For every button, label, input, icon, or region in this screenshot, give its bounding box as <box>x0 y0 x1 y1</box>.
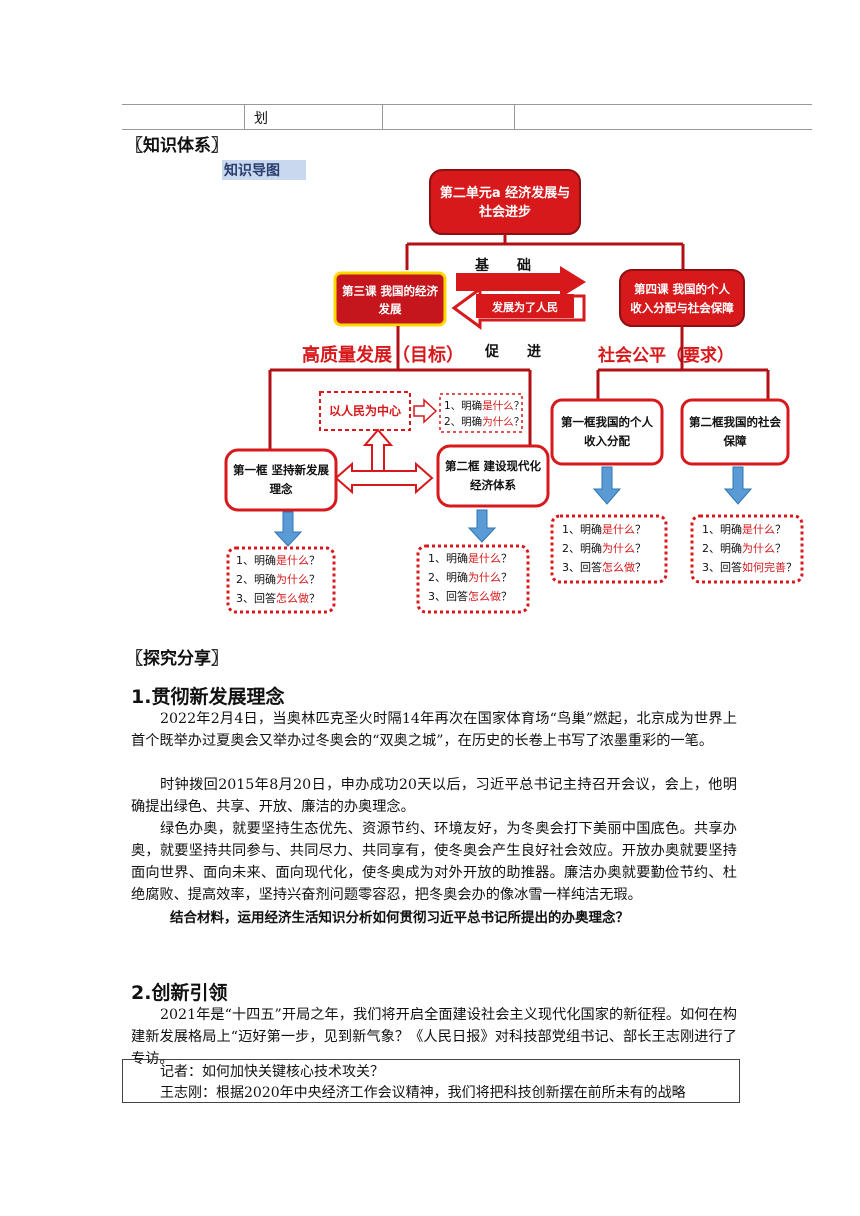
question-box-4: 1、明确是什么？ 2、明确为什么？ 3、回答如何完善？ <box>690 514 804 584</box>
svg-text:1、明确是什么？: 1、明确是什么？ <box>236 554 320 567</box>
section2-title: 2.创新引领 <box>131 982 228 1004</box>
lesson3-box <box>333 271 447 327</box>
unit-title-2: 社会进步 <box>478 204 531 220</box>
table-cell-text: 划 <box>254 111 268 127</box>
corner-label: 知识导图 <box>224 162 280 179</box>
arrow-mid-bg <box>476 294 574 318</box>
corner-label-bg <box>222 160 306 180</box>
frame1-title-2: 理念 <box>270 482 293 496</box>
question-box-1: 1、明确是什么？ 2、明确为什么？ 3、回答怎么做？ <box>226 546 336 614</box>
center-q2: 2、明确为什么？ <box>444 415 524 428</box>
unit-title-1: 第二单元a 经济发展与 <box>440 185 570 201</box>
frame1-title-1: 第一框 坚持新发展 <box>233 463 330 477</box>
section1-paragraph-2: 时钟拨回2015年8月20日，申办成功20天以后，习近平总书记主持召开会议，会上… <box>131 777 737 815</box>
unit-box <box>429 169 581 235</box>
knowledge-heading: 〖知识体系〗 <box>126 136 228 156</box>
explore-heading: 〖探究分享〗 <box>126 649 228 669</box>
arrow-bottom-label: 促 进 <box>484 343 541 360</box>
center-arrow <box>413 398 438 424</box>
arrow-right-foundation <box>456 266 586 298</box>
frame4-box <box>680 398 790 466</box>
arrow-top-label: 基 础 <box>475 257 531 274</box>
svg-text:1、明确是什么？: 1、明确是什么？ <box>702 523 786 536</box>
svg-text:3、回答怎么做？: 3、回答怎么做？ <box>236 591 320 605</box>
lesson3-branch <box>268 326 532 454</box>
frame3-box <box>550 398 664 466</box>
lesson4-box <box>619 269 745 327</box>
center-label: 以人民为中心 <box>329 403 401 418</box>
interview-box: 记者：如何加快关键核心技术攻关？ 王志刚：根据2020年中央经济工作会议精神，我… <box>122 1059 740 1103</box>
svg-text:3、回答怎么做？: 3、回答怎么做？ <box>428 589 512 603</box>
requirement-label: 社会公平（要求） <box>597 345 734 366</box>
down-arrow-3 <box>592 466 622 505</box>
center-questions-box <box>439 393 523 433</box>
table-cell <box>244 105 383 129</box>
lesson4-title-1: 第四课 我国的个人 <box>634 282 731 296</box>
svg-text:2、明确为什么？: 2、明确为什么？ <box>702 542 786 555</box>
goal-label: 高质量发展（目标） <box>302 344 464 366</box>
frame4-title-1: 第二框我国的社会 <box>689 415 781 429</box>
question-box-2: 1、明确是什么？ 2、明确为什么？ 3、回答怎么做？ <box>416 544 530 614</box>
hollow-arrow-up <box>362 428 394 473</box>
knowledge-diagram: 知识导图 第二单元a 经济发展与 社会进步 第三课 我国的经济 发展 第四课 我… <box>222 160 804 614</box>
section1-paragraph-3: 绿色办奥，就要坚持生态优先、资源节约、环境友好，为冬奥会打下美丽中国底色。共享办… <box>131 821 737 903</box>
section1-question: 结合材料，运用经济生活知识分析如何贯彻习近平总书记所提出的办奥理念？ <box>170 910 629 926</box>
down-arrow-4 <box>723 466 753 505</box>
center-label-box <box>319 391 411 431</box>
frame1-box <box>224 448 338 512</box>
section1-paragraph-1: 2022年2月4日，当奥林匹克圣火时隔14年再次在国家体育场“鸟巢”燃起，北京成… <box>131 711 737 749</box>
unit-connector <box>405 234 685 270</box>
frame2-title-2: 经济体系 <box>470 478 516 492</box>
center-q1: 1、明确是什么？ <box>444 399 524 412</box>
table-cell <box>382 105 515 129</box>
arrow-mid-label: 发展为了人民 <box>491 300 558 314</box>
down-arrow-2 <box>467 509 497 543</box>
frame4-title-2: 保障 <box>723 434 747 448</box>
frame2-title-1: 第二框 建设现代化 <box>445 459 542 473</box>
section1-title: 1.贯彻新发展理念 <box>131 686 285 708</box>
down-arrow-1 <box>273 511 303 547</box>
svg-text:3、回答如何完善？: 3、回答如何完善？ <box>702 560 797 574</box>
frame2-box <box>436 444 550 508</box>
question-box-3: 1、明确是什么？ 2、明确为什么？ 3、回答怎么做？ <box>550 514 668 584</box>
section2-paragraph-1: 2021年是“十四五”开局之年，我们将开启全面建设社会主义现代化国家的新征程。如… <box>131 1007 737 1067</box>
lesson3-title-1: 第三课 我国的经济 <box>342 284 439 298</box>
interview-question: 记者：如何加快关键核心技术攻关？ <box>160 1064 384 1080</box>
header-table: 划 <box>122 104 812 130</box>
lesson4-branch <box>596 326 770 400</box>
frame3-title-2: 收入分配 <box>584 434 630 448</box>
svg-text:2、明确为什么？: 2、明确为什么？ <box>562 542 646 555</box>
svg-text:1、明确是什么？: 1、明确是什么？ <box>562 523 646 536</box>
svg-text:1、明确是什么？: 1、明确是什么？ <box>428 552 512 565</box>
interview-answer: 王志刚：根据2020年中央经济工作会议精神，我们将把科技创新摆在前所未有的战略 <box>160 1085 686 1101</box>
lesson3-title-2: 发展 <box>378 302 402 316</box>
svg-text:3、回答怎么做？: 3、回答怎么做？ <box>562 560 646 574</box>
svg-text:2、明确为什么？: 2、明确为什么？ <box>428 571 512 584</box>
hollow-arrow-horizontal <box>334 461 434 495</box>
lesson4-title-2: 收入分配与社会保障 <box>630 301 734 315</box>
svg-text:2、明确为什么？: 2、明确为什么？ <box>236 573 320 586</box>
table-cell <box>122 105 245 129</box>
frame3-title-1: 第一框我国的个人 <box>561 415 653 429</box>
